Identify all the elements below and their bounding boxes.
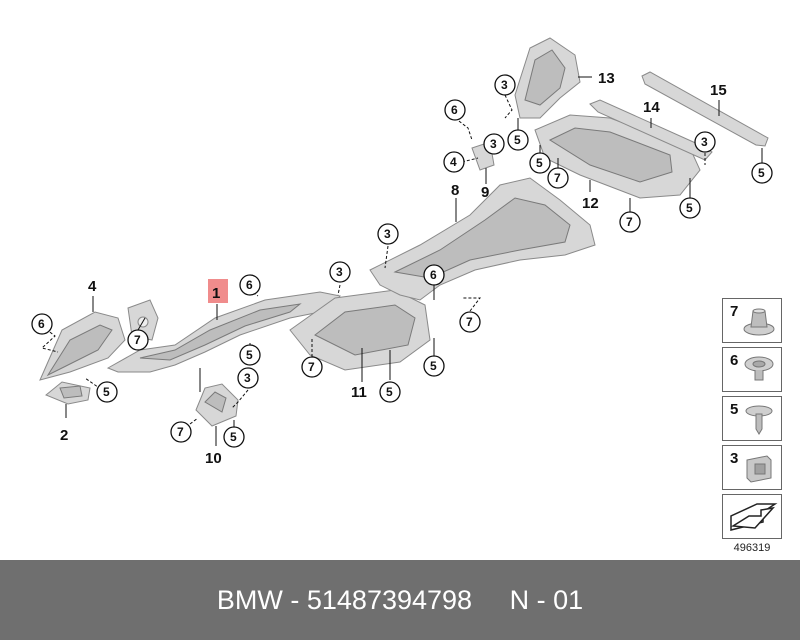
footer-gap <box>472 585 510 616</box>
legend-number: 5 <box>730 401 739 418</box>
svg-text:7: 7 <box>466 315 473 329</box>
callout-4: 4 <box>443 151 465 173</box>
callout-3: 3 <box>329 261 351 283</box>
svg-text:5: 5 <box>514 133 521 147</box>
svg-text:7: 7 <box>308 360 315 374</box>
legend-item-3: 3 <box>722 445 782 490</box>
label-part-15: 15 <box>710 82 727 99</box>
callout-5: 5 <box>239 344 261 366</box>
callout-3: 3 <box>694 131 716 153</box>
callouts: 6 5 7 6 5 3 7 5 3 7 5 5 3 6 7 6 4 3 3 5 … <box>31 74 773 448</box>
footer-separator: - <box>282 584 307 615</box>
label-part-2: 2 <box>60 427 68 444</box>
callout-6: 6 <box>31 313 53 335</box>
part-15-rail <box>641 71 769 147</box>
label-part-9: 9 <box>481 184 489 201</box>
svg-text:5: 5 <box>430 359 437 373</box>
label-part-4: 4 <box>88 278 97 295</box>
svg-text:6: 6 <box>451 103 458 117</box>
legend-item-6: 6 <box>722 347 782 392</box>
clip-icon <box>744 356 774 381</box>
callout-7: 7 <box>170 421 192 443</box>
part-11-heat-shield <box>289 289 431 371</box>
highlight-marker <box>208 279 228 303</box>
svg-text:6: 6 <box>38 317 45 331</box>
svg-text:6: 6 <box>430 268 437 282</box>
svg-text:7: 7 <box>134 333 141 347</box>
legend-item-5: 5 <box>722 396 782 441</box>
callout-5: 5 <box>96 381 118 403</box>
svg-text:5: 5 <box>686 201 693 215</box>
front-direction-arrow-icon <box>730 503 778 531</box>
label-part-1: 1 <box>212 285 220 302</box>
part-13-shield <box>514 37 581 119</box>
callout-6: 6 <box>423 264 445 286</box>
footer-brand: BMW <box>216 584 283 615</box>
callout-3: 3 <box>237 367 259 389</box>
svg-text:3: 3 <box>336 265 343 279</box>
legend-item-arrow <box>722 494 782 539</box>
svg-text:3: 3 <box>244 371 251 385</box>
label-part-14: 14 <box>643 99 660 116</box>
svg-text:3: 3 <box>384 227 391 241</box>
screw-icon <box>745 405 773 435</box>
svg-text:5: 5 <box>758 166 765 180</box>
spring-nut-icon <box>746 455 772 483</box>
svg-text:3: 3 <box>501 78 508 92</box>
callout-7: 7 <box>459 311 481 333</box>
callout-3: 3 <box>483 133 505 155</box>
callout-7: 7 <box>301 356 323 378</box>
svg-text:5: 5 <box>246 348 253 362</box>
callout-5: 5 <box>379 381 401 403</box>
callout-5: 5 <box>507 129 529 151</box>
svg-text:5: 5 <box>386 385 393 399</box>
leader-lines <box>40 76 763 446</box>
parts-diagram: 1 2 4 8 9 10 11 12 13 14 15 6 5 7 6 5 3 … <box>31 37 773 467</box>
callout-5: 5 <box>223 426 245 448</box>
part-2-bracket <box>45 381 91 405</box>
legend-item-7: 7 <box>722 298 782 343</box>
callout-3: 3 <box>494 74 516 96</box>
callout-6: 6 <box>444 99 466 121</box>
callout-6: 6 <box>239 274 261 296</box>
footer-part-number: 51487394798 <box>306 584 473 615</box>
svg-text:5: 5 <box>103 385 110 399</box>
svg-text:4: 4 <box>450 155 457 169</box>
part-labels: 1 2 4 8 9 10 11 12 13 14 15 <box>60 70 727 467</box>
svg-text:5: 5 <box>230 430 237 444</box>
callout-5: 5 <box>529 152 551 174</box>
svg-text:7: 7 <box>177 425 184 439</box>
callout-7: 7 <box>547 167 569 189</box>
label-part-12: 12 <box>582 195 599 212</box>
label-part-8: 8 <box>451 182 459 199</box>
svg-text:5: 5 <box>536 156 543 170</box>
callout-5: 5 <box>751 162 773 184</box>
svg-text:3: 3 <box>490 137 497 151</box>
legend-number: 6 <box>730 352 739 369</box>
callout-5: 5 <box>679 197 701 219</box>
nut-icon <box>743 308 775 336</box>
part-10-bracket <box>195 383 239 427</box>
svg-text:6: 6 <box>246 278 253 292</box>
svg-text:7: 7 <box>626 215 633 229</box>
legend-number: 3 <box>730 450 739 467</box>
svg-text:3: 3 <box>701 135 708 149</box>
footer-position-label: N - 01 <box>509 584 584 615</box>
label-part-11: 11 <box>351 384 367 401</box>
callout-5: 5 <box>423 355 445 377</box>
svg-text:7: 7 <box>554 171 561 185</box>
legend-number: 7 <box>730 303 739 320</box>
callout-7: 7 <box>619 211 641 233</box>
part-number-footer: BMW - 51487394798 N - 01 <box>0 560 800 640</box>
label-part-13: 13 <box>598 70 615 87</box>
part-14-strip <box>589 99 713 161</box>
diagram-reference-code: 496319 <box>733 542 771 554</box>
callout-3: 3 <box>377 223 399 245</box>
callout-7: 7 <box>127 329 149 351</box>
label-part-10: 10 <box>205 450 222 467</box>
